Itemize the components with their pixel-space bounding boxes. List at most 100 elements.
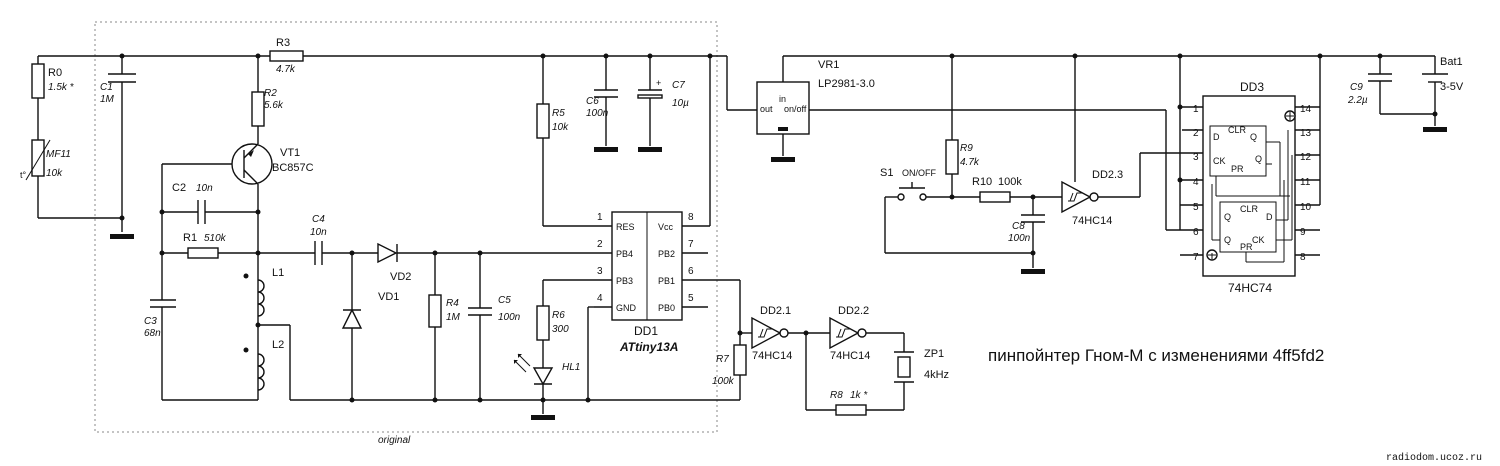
dd1-pin4-num: 4 (597, 293, 603, 304)
r7-value: 100k (712, 376, 735, 387)
dd3-pin1: 1 (1193, 104, 1199, 115)
resistor-r8 (805, 333, 904, 416)
dd3-pin13: 13 (1300, 128, 1312, 139)
resistor-r5 (536, 56, 594, 227)
dd1-pin7-name: PB2 (658, 249, 675, 259)
r3-value: 4.7k (276, 64, 296, 75)
dd3-ff1-d: D (1213, 132, 1220, 142)
dd2-2-value: 74HC14 (830, 350, 870, 362)
r6-ref: R6 (552, 310, 565, 321)
c4-value: 10n (310, 227, 327, 238)
c7-polarity: + (656, 78, 661, 88)
schmitt-inverter-dd2-1 (740, 316, 806, 350)
c7-ref: C7 (672, 80, 685, 91)
dd1-ref: DD1 (634, 324, 658, 338)
dd1-pin7-num: 7 (688, 239, 694, 250)
r6-value: 300 (552, 324, 569, 335)
r3-ref: R3 (276, 37, 290, 49)
r9-value: 4.7k (960, 157, 980, 168)
watermark: radiodom.ucoz.ru (1386, 452, 1482, 464)
dd3-ff1-pr: PR (1231, 164, 1244, 174)
dd3-pin9: 9 (1300, 227, 1306, 238)
inductor-l1 (243, 273, 265, 317)
diode-vd2 (377, 242, 594, 264)
r10-ref: R10 (972, 176, 992, 188)
dd3-ff2-d: D (1266, 212, 1273, 222)
original-label: original (378, 435, 411, 446)
r10-value: 100k (998, 176, 1022, 188)
r2-ref: R2 (264, 88, 277, 99)
resistor-r2 (251, 56, 265, 140)
vd1-ref: VD1 (378, 291, 399, 303)
capacitor-c6 (594, 56, 618, 146)
c7-value: 10µ (672, 98, 689, 109)
dd3-pin4: 4 (1193, 177, 1199, 188)
dd2-3-ref: DD2.3 (1092, 169, 1123, 181)
dd3-pin5: 5 (1193, 202, 1199, 213)
c3-value: 68n (144, 328, 161, 339)
dd1-pin3-num: 3 (597, 266, 603, 277)
mf11-symbol: t° (20, 170, 27, 180)
c1-value: 1M (100, 94, 115, 105)
mf11-value: 10k (46, 168, 63, 179)
c6-ref: C6 (586, 96, 599, 107)
dd3-pin3: 3 (1193, 152, 1199, 163)
dd1-pin6-name: PB1 (658, 276, 675, 286)
dd1-pin6-num: 6 (688, 266, 694, 277)
resistor-r3 (269, 50, 304, 62)
dd3-pin7: 7 (1193, 252, 1199, 263)
ground-bat1 (1423, 127, 1447, 132)
c9-ref: C9 (1350, 82, 1363, 93)
r0-ref: R0 (48, 67, 62, 79)
dd3-ff2-qn: Q (1224, 212, 1231, 222)
dd1-pin2-name: PB4 (616, 249, 633, 259)
dd2-2-ref: DD2.2 (838, 305, 869, 317)
dd2-1-value: 74HC14 (752, 350, 792, 362)
r8-value: 1k * (850, 390, 868, 401)
ground-c8 (1021, 269, 1045, 274)
dd3-pin6: 6 (1193, 227, 1199, 238)
r4-ref: R4 (446, 298, 459, 309)
ground-main (531, 415, 555, 420)
c6-value: 100n (586, 108, 609, 119)
dd1-pin2-num: 2 (597, 239, 603, 250)
dd2-3-value: 74HC14 (1072, 215, 1112, 227)
l1-ref: L1 (272, 267, 284, 279)
vr1-pin-onoff: on/off (784, 104, 807, 114)
dd3-ff2-pr: PR (1240, 242, 1253, 252)
thermistor-mf11 (25, 139, 122, 219)
r0-value: 1.5k * (48, 82, 75, 93)
led-hl1 (513, 353, 554, 400)
hl1-ref: HL1 (562, 362, 580, 373)
dd1-part: ATtiny13A (619, 340, 678, 354)
vr1-ref: VR1 (818, 59, 839, 71)
capacitor-c3 (150, 299, 258, 401)
r8-ref: R8 (830, 390, 843, 401)
transistor-vt1 (161, 140, 273, 400)
capacitor-c9 (1368, 56, 1435, 115)
dd1-pin4-name: GND (616, 303, 637, 313)
buzzer-zp1 (894, 351, 914, 410)
inductor-l2 (243, 347, 265, 391)
dd3-ff1-ck: CK (1213, 156, 1226, 166)
r2-value: 5.6k (264, 100, 284, 111)
battery-bat1 (1422, 56, 1448, 126)
capacitor-c5 (468, 253, 492, 400)
c5-value: 100n (498, 312, 521, 323)
s1-value: ON/OFF (902, 168, 936, 178)
dd1-pin8-name: Vcc (658, 222, 674, 232)
ground-c7 (638, 147, 662, 152)
vr1-value: LP2981-3.0 (818, 78, 875, 90)
c3-ref: C3 (144, 316, 157, 327)
dd3-pin12: 12 (1300, 152, 1312, 163)
dd3-ff1-q: Q (1255, 154, 1262, 164)
schmitt-inverter-dd2-2 (806, 316, 905, 352)
dd3-pin14: 14 (1300, 104, 1312, 115)
resistor-r1 (162, 247, 258, 259)
capacitor-c1 (108, 56, 136, 232)
resistor-r9 (945, 56, 959, 197)
resistor-r0 (31, 56, 45, 140)
r4-value: 1M (446, 312, 461, 323)
switch-s1 (884, 182, 1033, 254)
dd3-part: 74HC74 (1228, 281, 1272, 295)
